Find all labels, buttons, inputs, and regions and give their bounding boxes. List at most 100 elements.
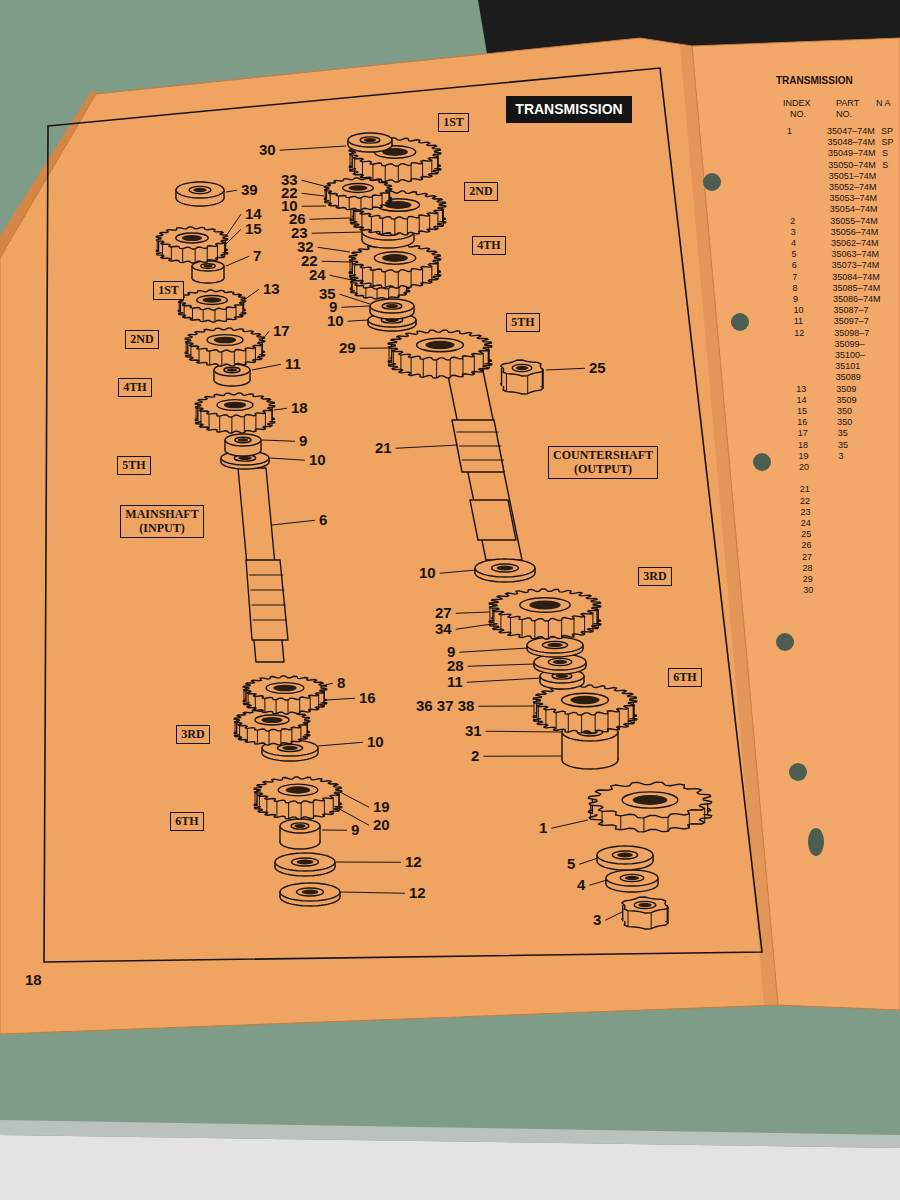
column-header: NO. [790, 110, 806, 120]
part-upper-face [254, 777, 342, 803]
tooth-line [634, 705, 635, 723]
leader-line [348, 320, 368, 321]
leader-line [244, 289, 259, 300]
part-upper-face [185, 328, 265, 352]
gear [533, 685, 637, 733]
tooth-line [195, 249, 196, 263]
tooth-line [276, 801, 277, 817]
leader-line [312, 232, 362, 233]
part-upper-face [475, 559, 535, 577]
table-cell: 25 [801, 530, 811, 540]
tooth-line [372, 197, 373, 209]
leader-line [226, 229, 241, 244]
gear-label-box: 2ND [464, 182, 498, 201]
washer [225, 434, 261, 456]
part-edge [501, 368, 502, 386]
gear [349, 244, 441, 288]
tooth-line [350, 261, 351, 277]
hub-ring [266, 683, 304, 694]
callout-number: 28 [446, 658, 465, 675]
tooth-line [310, 698, 311, 712]
tooth-line [257, 730, 258, 744]
part-edge [617, 732, 618, 760]
tooth-line [324, 692, 325, 706]
leader-line [483, 756, 562, 757]
leader-line [226, 256, 249, 266]
spline-line [459, 446, 501, 447]
table-cell: 3509 [836, 385, 856, 395]
gear [178, 290, 246, 322]
callout-number: 9 [298, 433, 308, 450]
table-cell: 35055–74M [830, 217, 878, 227]
gear [185, 328, 265, 366]
hub-ring [374, 252, 415, 265]
washer [280, 819, 320, 849]
part-upper-face [280, 819, 320, 833]
gear-label: 2ND [469, 184, 493, 198]
hub-ring [620, 874, 643, 881]
part-upper-face [280, 883, 340, 901]
table-cell: 6 [792, 261, 797, 271]
washer [275, 853, 335, 876]
table-cell: 26 [802, 541, 812, 551]
tooth-line [388, 192, 389, 204]
tooth-line [255, 793, 256, 809]
table-cell: 35048–74M [828, 138, 876, 148]
hub-ring [520, 598, 570, 612]
washer [370, 299, 414, 319]
table-cell: 19 [798, 452, 808, 462]
tooth-line [219, 416, 220, 432]
gear-label-box: 4TH [118, 378, 152, 397]
leader-line [589, 880, 607, 885]
gear-label: 5TH [511, 315, 535, 329]
hub-ring [197, 296, 228, 305]
leader-line [551, 820, 588, 828]
hub-ring [297, 888, 324, 896]
tooth-line [235, 723, 236, 737]
part-upper-face [597, 846, 653, 864]
tooth-line [489, 350, 490, 368]
callout-number: 6 [318, 512, 328, 529]
hub-bore [202, 297, 221, 303]
tooth-line [443, 210, 444, 226]
gear-label-box: 1ST [153, 281, 184, 300]
callout-number: 10 [366, 734, 385, 751]
tooth-line [643, 818, 644, 832]
tooth-line [423, 359, 424, 377]
leader-line [252, 364, 281, 370]
hub-bore [297, 859, 314, 864]
tooth-line [534, 621, 535, 639]
table-cell: 35053–74M [829, 194, 877, 204]
tooth-line [462, 358, 463, 376]
table-cell: 350 [837, 418, 852, 428]
spline-line [253, 620, 287, 621]
table-cell: 35073–74M [832, 261, 880, 271]
table-cell: 12 [794, 329, 804, 339]
table-cell: 3509 [837, 396, 857, 406]
tooth-line [291, 729, 292, 743]
tooth-line [667, 817, 668, 831]
tooth-line [385, 272, 386, 288]
leader-line [272, 520, 315, 525]
callout-number: 11 [446, 674, 464, 691]
leader-line [341, 892, 405, 893]
tooth-line [543, 370, 544, 388]
leader-line [579, 858, 598, 864]
tooth-line [200, 411, 201, 427]
tooth-line [354, 211, 355, 227]
gear [254, 777, 342, 819]
part-upper-face [156, 227, 228, 249]
column-header: PART [836, 99, 859, 109]
tooth-line [377, 289, 378, 299]
tooth-line [287, 700, 288, 714]
table-cell: 29 [803, 575, 813, 585]
table-cell: 35087–7 [833, 306, 868, 316]
tooth-line [199, 349, 200, 363]
table-cell: 35084–74M [832, 273, 880, 283]
hub-ring [217, 400, 253, 411]
leader-line [341, 306, 370, 307]
column-header: NO. [836, 110, 852, 120]
binder-hole [753, 453, 771, 471]
shaft-splines [246, 560, 288, 640]
